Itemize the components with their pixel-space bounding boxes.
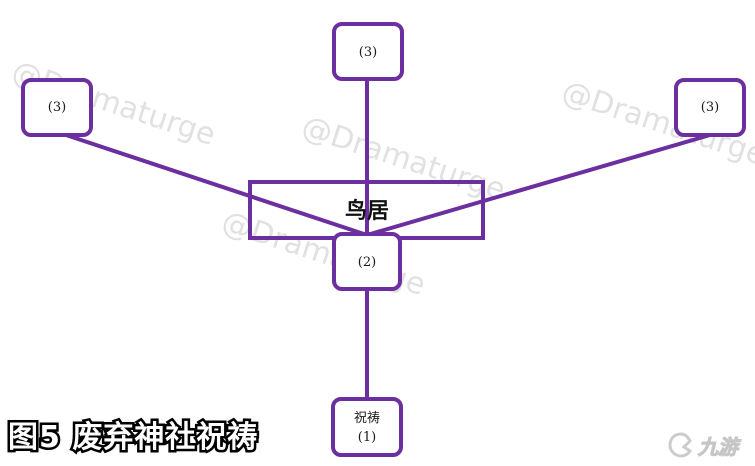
- jiuyou-logo-icon: [668, 432, 694, 458]
- node-middle-label: (2): [358, 255, 376, 270]
- jiuyou-logo-text: 九游: [698, 434, 739, 459]
- node-bottom: 祝祷 (1): [331, 397, 403, 457]
- node-top-left: (3): [21, 78, 93, 137]
- node-top-right-label: (3): [701, 100, 719, 115]
- node-bottom-label-line1: 祝祷: [354, 410, 380, 426]
- torii-gate: 鸟居: [248, 180, 485, 240]
- node-top-center-label: (3): [359, 45, 377, 60]
- torii-label: 鸟居: [345, 198, 389, 224]
- node-top-right: (3): [674, 78, 746, 137]
- node-top-left-label: (3): [48, 100, 66, 115]
- jiuyou-logo: 九游: [668, 428, 739, 462]
- figure-caption: 图5 废弃神社祝祷: [5, 418, 259, 458]
- connector-top-left: [58, 131, 369, 237]
- node-top-center: (3): [332, 22, 404, 81]
- node-bottom-label-line2: (1): [358, 430, 376, 445]
- node-middle: (2): [332, 232, 402, 291]
- connector-top-right: [365, 133, 712, 237]
- watermark-text-2: @Dramaturge: [298, 109, 510, 208]
